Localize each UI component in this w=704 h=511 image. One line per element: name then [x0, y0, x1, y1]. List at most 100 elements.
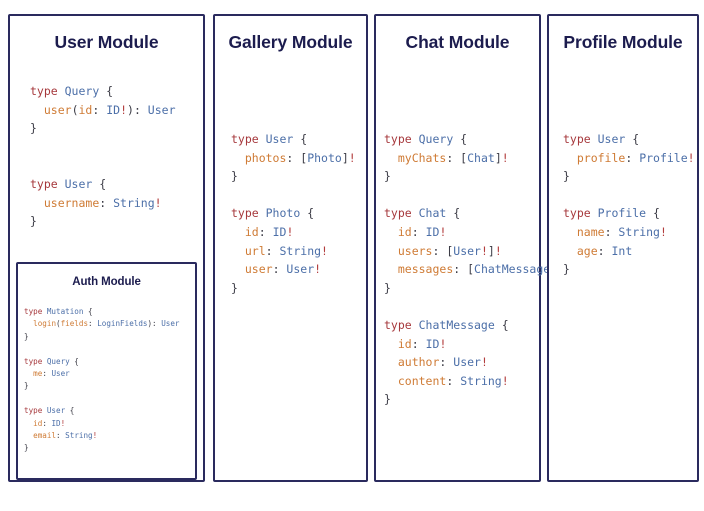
code-token: : [265, 243, 280, 258]
code-line [24, 343, 180, 355]
code-line: type User { [563, 130, 695, 149]
code-token: : [42, 369, 52, 379]
code-token: type [563, 132, 598, 146]
code-token: type [384, 132, 419, 146]
module-card-chat[interactable]: Chat Module type Query { myChats: [Chat]… [374, 14, 564, 482]
code-token: LoginFields [97, 319, 148, 329]
code-token: type [231, 206, 266, 221]
code-token [231, 151, 245, 165]
code-line: user: User! [231, 260, 356, 279]
code-line: type User { [24, 405, 180, 417]
code-token: me [33, 369, 43, 379]
code-line: } [30, 119, 176, 138]
code-line: id: ID! [384, 335, 564, 354]
module-card-profile[interactable]: Profile Module type User { profile: Prof… [547, 14, 699, 482]
code-line [384, 297, 564, 316]
code-token: Int [611, 243, 633, 258]
code-token: User [147, 102, 176, 117]
code-token: } [24, 331, 29, 341]
code-token: } [563, 169, 570, 184]
code-line: id: ID! [24, 418, 180, 430]
code-token: id [78, 102, 93, 117]
code-line: id: ID! [231, 223, 356, 242]
code-token [384, 244, 398, 258]
code-token: ! [687, 150, 695, 165]
code-token [24, 419, 33, 428]
code-token: ! [120, 102, 128, 117]
code-token: age [576, 243, 598, 258]
code-line: profile: Profile! [563, 149, 695, 168]
code-token: ID [425, 224, 440, 239]
code-token: Profile [597, 206, 647, 221]
code-line: } [24, 331, 180, 343]
code-token: ! [439, 224, 447, 239]
code-line [231, 186, 356, 205]
code-token: : [258, 224, 273, 239]
code-token: : [ [453, 262, 475, 277]
code-token: ! [286, 224, 294, 239]
code-token: ! [501, 373, 509, 388]
code-token: users [397, 243, 433, 258]
module-card-user[interactable]: User Module type Query { user(id: ID!): … [8, 14, 205, 482]
code-token: User [51, 369, 70, 379]
code-token: : [272, 262, 287, 277]
code-line: login(fields: LoginFields): User [24, 318, 179, 330]
code-token: } [30, 214, 37, 229]
code-token: : [88, 319, 98, 329]
code-token: ID [106, 102, 121, 117]
code-token: { [83, 307, 93, 316]
code-token: { [69, 356, 79, 366]
code-line: author: User! [384, 353, 564, 372]
code-token: id [397, 336, 412, 351]
code-token: messages [397, 262, 454, 277]
code-token: User [265, 132, 294, 146]
code-line: email: String! [24, 430, 180, 442]
code-token: ] [487, 243, 495, 258]
code-token: : [597, 243, 612, 258]
code-token: Query [46, 356, 70, 366]
code-token [384, 355, 398, 369]
code-line: age: Int [563, 242, 695, 261]
code-token: User [453, 243, 481, 258]
code-line [24, 393, 180, 405]
code-token: { [494, 317, 509, 332]
code-token [231, 244, 245, 258]
code-line: type User { [30, 175, 176, 194]
code-token: Mutation [46, 307, 84, 316]
code-token [24, 431, 33, 440]
code-token: Profile [639, 150, 688, 165]
code-line: user(id: ID!): User [30, 101, 176, 120]
code-line: } [30, 212, 176, 231]
code-token: ! [501, 150, 509, 165]
code-token: : [92, 102, 107, 117]
schema-code-gallery: type User { photos: [Photo]!} type Photo… [231, 130, 356, 297]
code-token [30, 103, 44, 117]
code-token: user [244, 262, 273, 277]
code-token: : [411, 224, 426, 239]
code-token: fields [60, 319, 89, 329]
code-line: me: User [24, 368, 180, 380]
code-line: } [24, 442, 180, 454]
code-token: myChats [397, 150, 447, 165]
code-line: type Profile { [563, 204, 695, 223]
code-line [563, 186, 695, 205]
module-card-gallery[interactable]: Gallery Module type User { photos: [Phot… [213, 14, 368, 482]
code-token: } [24, 443, 29, 453]
schema-code-user: type Query { user(id: ID!): User} type U… [30, 82, 176, 231]
code-token: type [563, 206, 598, 221]
code-token [30, 196, 44, 210]
code-token: : [604, 224, 619, 239]
code-token [563, 151, 577, 165]
code-line: type Query { [30, 82, 176, 101]
module-card-auth[interactable]: Auth Module type Mutation { login(fields… [16, 262, 197, 480]
code-line [30, 156, 176, 175]
code-token: ): [147, 319, 162, 329]
code-token: : [625, 150, 640, 165]
code-token: type [24, 307, 47, 316]
code-line: myChats: [Chat]! [384, 149, 564, 168]
code-token: } [30, 121, 37, 136]
code-line: } [563, 260, 695, 279]
code-token: photos [244, 150, 287, 165]
code-token: type [384, 317, 419, 332]
